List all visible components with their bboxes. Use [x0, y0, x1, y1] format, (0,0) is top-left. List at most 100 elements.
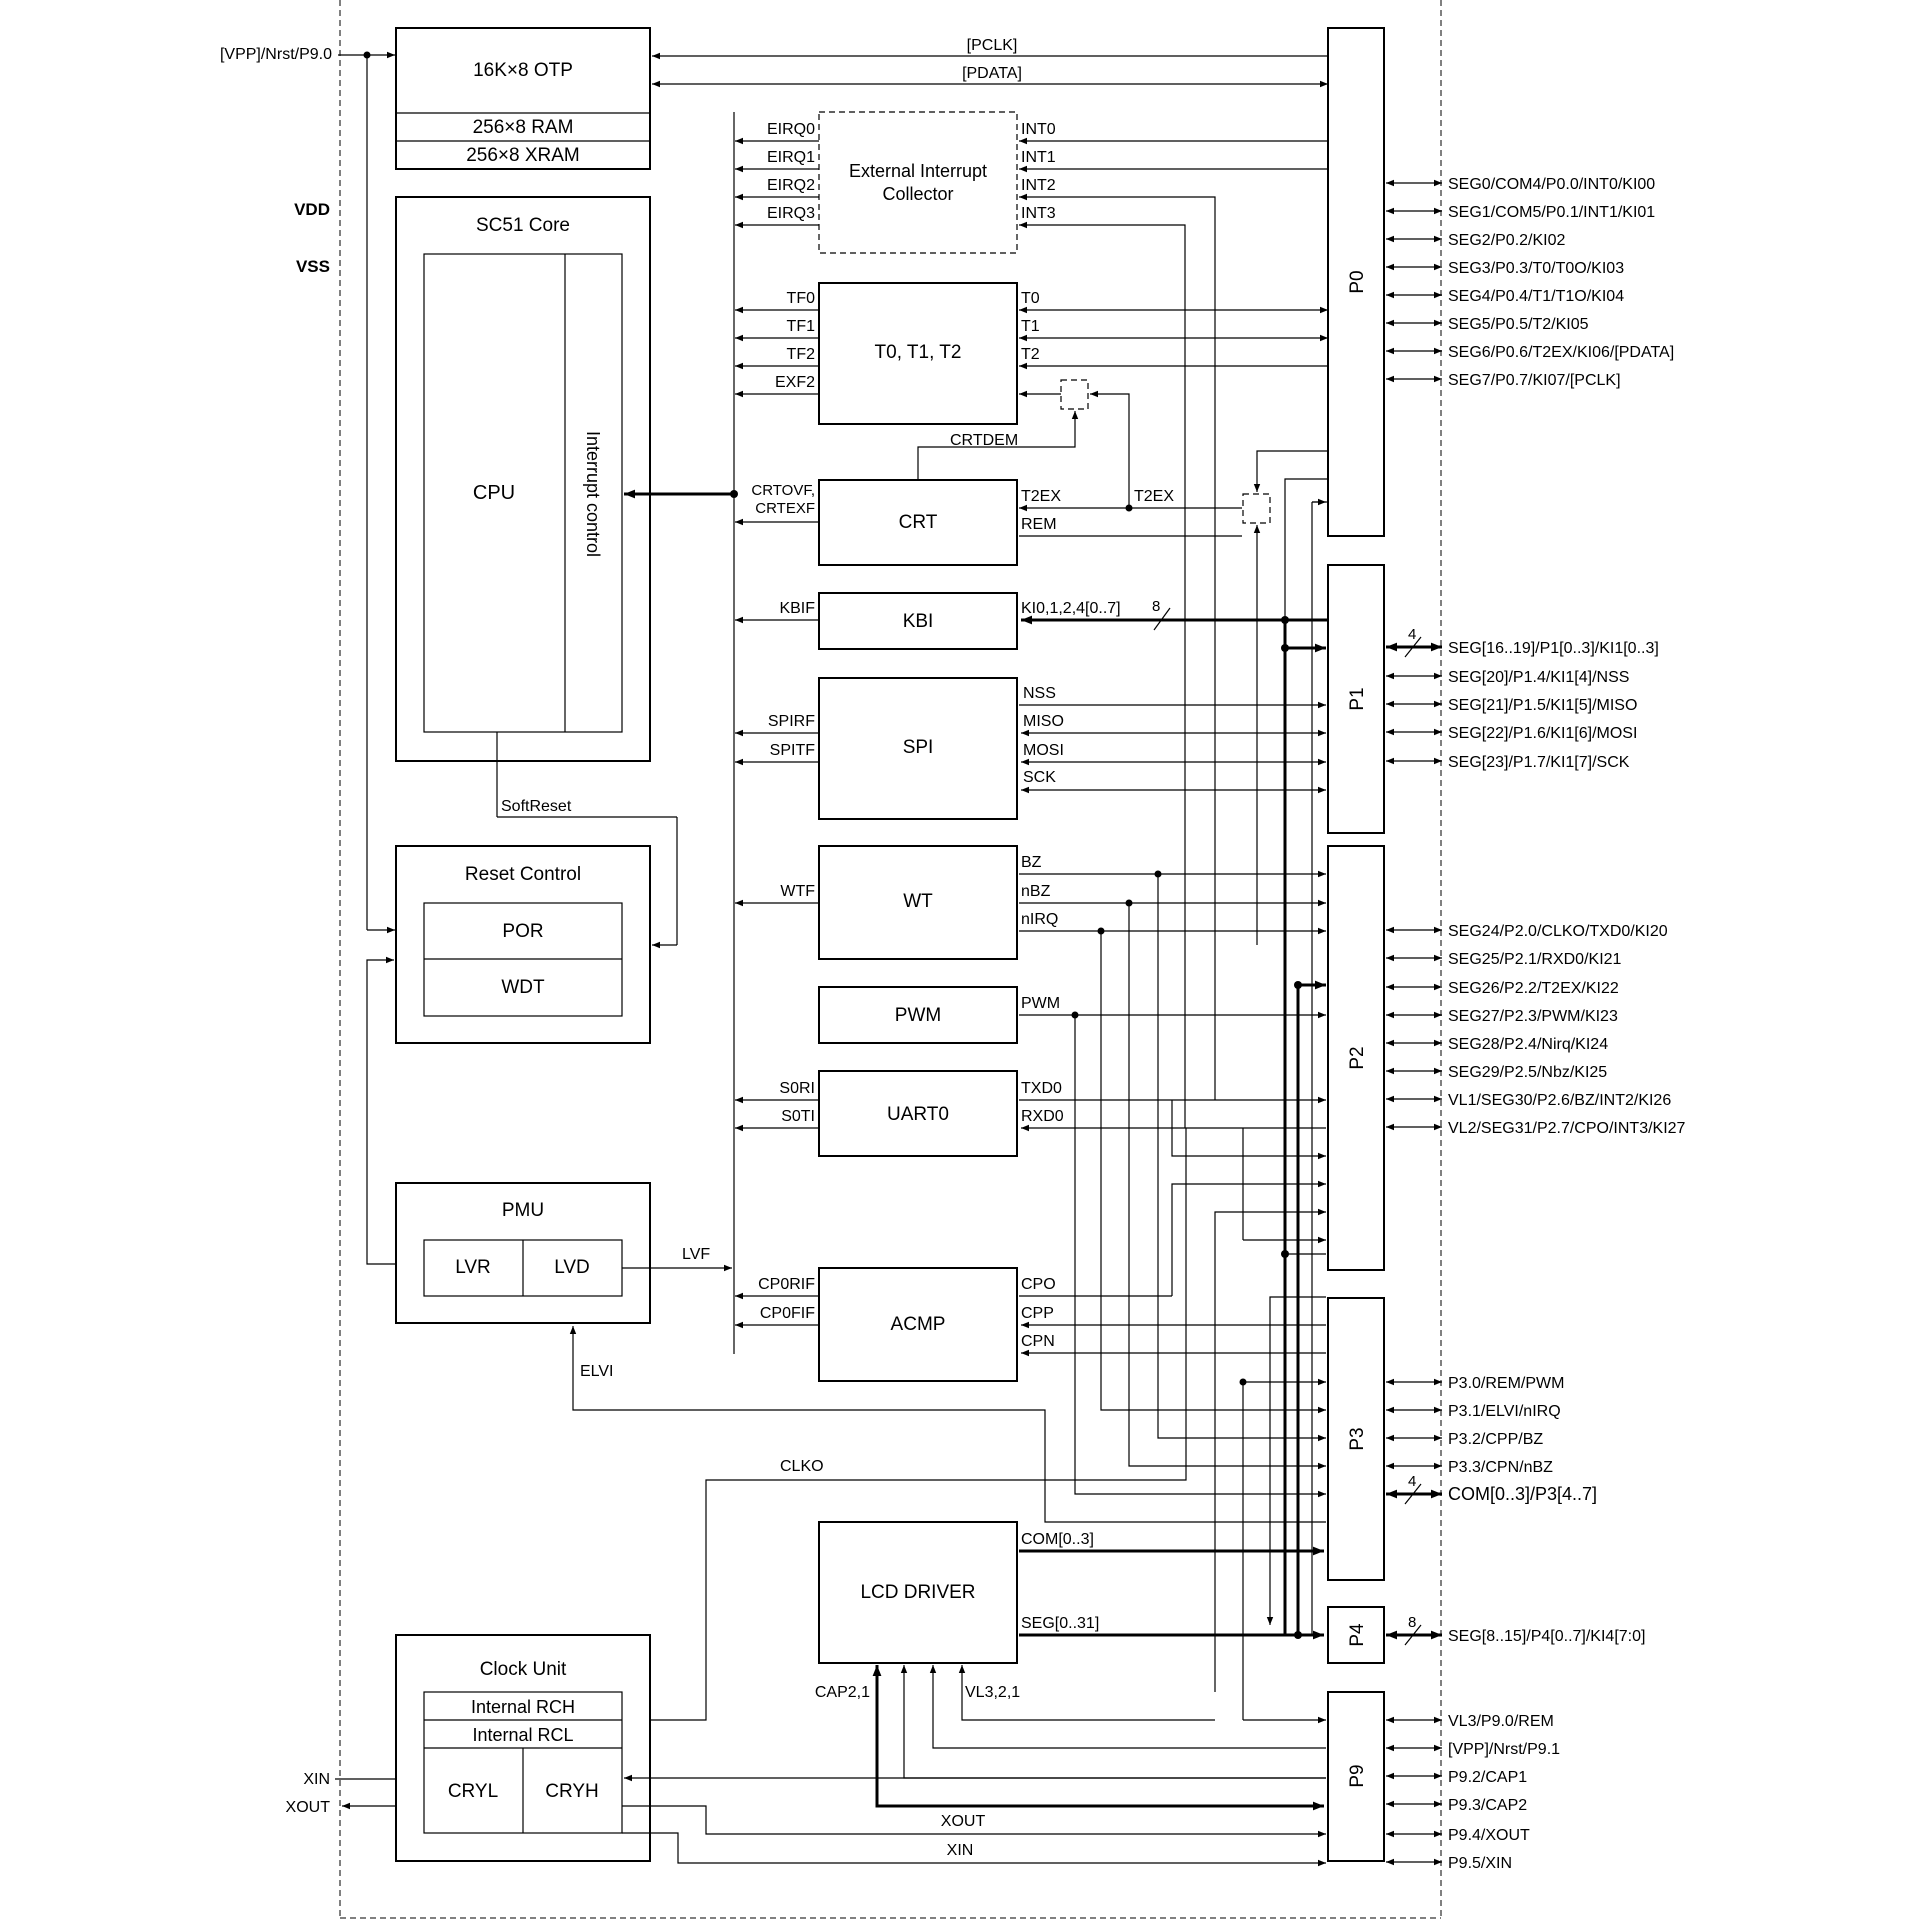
pin-label-p9-1: [VPP]/Nrst/P9.1 [1448, 1741, 1560, 1758]
bus-slash-p1 [1404, 636, 1422, 658]
wdt-label: WDT [501, 977, 545, 998]
ram-label: 256×8 RAM [473, 117, 574, 138]
crt-label: CRT [899, 512, 938, 533]
sig-cpn: CPN [1021, 1333, 1055, 1350]
sig-rxd0: RXD0 [1021, 1108, 1064, 1125]
p2-label: P2 [1347, 1046, 1368, 1069]
sig-pwm: PWM [1021, 995, 1060, 1012]
sig-cpo: CPO [1021, 1276, 1056, 1293]
sig-exf2: EXF2 [775, 374, 815, 391]
sig-s0ri: S0RI [779, 1080, 815, 1097]
pin-label-p1-2: SEG[21]/P1.5/KI1[5]/MISO [1448, 697, 1637, 714]
sig-int1: INT1 [1021, 149, 1056, 166]
port-p9: P9 [1327, 1691, 1385, 1862]
pin-label-p2-7: VL2/SEG31/P2.7/CPO/INT3/KI27 [1448, 1120, 1686, 1137]
sig-mosi: MOSI [1023, 742, 1064, 759]
eic-label-2: Collector [882, 184, 953, 204]
uart0-label: UART0 [887, 1104, 949, 1125]
sig-spirf: SPIRF [768, 713, 815, 730]
pwm-block: PWM [818, 986, 1018, 1044]
pin-label-p2-1: SEG25/P2.1/RXD0/KI21 [1448, 951, 1622, 968]
sig-t1: T1 [1021, 318, 1040, 335]
pin-label-p2-3: SEG27/P2.3/PWM/KI23 [1448, 1008, 1618, 1025]
pin-vdd: VDD [294, 200, 330, 219]
wt-label: WT [903, 891, 933, 912]
sig-crtovf: CRTOVF, [751, 482, 815, 499]
pwm-label: PWM [895, 1005, 941, 1026]
sig-t2ex-crt: T2EX [1021, 488, 1061, 505]
pin-label-p1-4: SEG[23]/P1.7/KI1[7]/SCK [1448, 754, 1630, 771]
sig-int2: INT2 [1021, 177, 1056, 194]
lcd-driver-block: LCD DRIVER [818, 1521, 1018, 1664]
acmp-block: ACMP [818, 1267, 1018, 1382]
sig-nss: NSS [1023, 685, 1056, 702]
cpu-label: CPU [473, 482, 515, 504]
sig-eirq1: EIRQ1 [767, 149, 815, 166]
sig-txd0: TXD0 [1021, 1080, 1062, 1097]
right-pin-labels: SEG0/COM4/P0.0/INT0/KI00SEG1/COM5/P0.1/I… [1386, 176, 1686, 1872]
p3-label: P3 [1347, 1427, 1368, 1450]
port-p4: P4 [1327, 1606, 1385, 1664]
pin-label-p0-0: SEG0/COM4/P0.0/INT0/KI00 [1448, 176, 1655, 193]
bus-width-p3: 4 [1408, 1473, 1416, 1490]
lcd-label: LCD DRIVER [860, 1582, 975, 1603]
sig-pclk: [PCLK] [967, 37, 1018, 54]
pin-label-p2-4: SEG28/P2.4/Nirq/KI24 [1448, 1036, 1608, 1053]
pin-label-p3-0: P3.0/REM/PWM [1448, 1375, 1564, 1392]
clock-unit-block: Clock Unit Internal RCH Internal RCL CRY… [395, 1634, 651, 1862]
sig-tf1: TF1 [787, 318, 816, 335]
pin-label-p9-3: P9.3/CAP2 [1448, 1797, 1527, 1814]
pin-label-p2-2: SEG26/P2.2/T2EX/KI22 [1448, 980, 1619, 997]
reset-control-block: Reset Control POR WDT [395, 845, 651, 1044]
sig-cap: CAP2,1 [815, 1684, 870, 1701]
pin-label-p9-5: P9.5/XIN [1448, 1855, 1512, 1872]
sig-elvi: ELVI [580, 1363, 614, 1380]
sig-xin: XIN [947, 1842, 974, 1859]
sig-ki-width: 8 [1152, 598, 1160, 615]
cryl-label: CRYL [448, 1781, 498, 1802]
sig-softreset: SoftReset [501, 798, 572, 815]
lvr-label: LVR [455, 1257, 491, 1278]
pin-label-p9-2: P9.2/CAP1 [1448, 1769, 1527, 1786]
sig-nirq: nIRQ [1021, 911, 1058, 928]
bus-width-p1: 4 [1408, 626, 1416, 643]
pin-xout: XOUT [286, 1799, 331, 1816]
pin-label-p2-6: VL1/SEG30/P2.6/BZ/INT2/KI26 [1448, 1092, 1671, 1109]
sig-spitf: SPITF [770, 742, 816, 759]
pin-label-p3-1: P3.1/ELVI/nIRQ [1448, 1403, 1561, 1420]
pin-label-p0-3: SEG3/P0.3/T0/T0O/KI03 [1448, 260, 1624, 277]
sig-eirq2: EIRQ2 [767, 177, 815, 194]
port-p1: P1 [1327, 564, 1385, 834]
sig-wtf: WTF [780, 883, 815, 900]
pin-vss: VSS [296, 257, 330, 276]
sig-miso: MISO [1023, 713, 1064, 730]
sig-cpp: CPP [1021, 1305, 1054, 1322]
sig-clko: CLKO [780, 1458, 824, 1475]
spi-block: SPI [818, 677, 1018, 820]
sig-cp0rif: CP0RIF [758, 1276, 815, 1293]
pin-label-p0-1: SEG1/COM5/P0.1/INT1/KI01 [1448, 204, 1655, 221]
lvd-label: LVD [554, 1257, 590, 1278]
sig-pdata: [PDATA] [962, 65, 1022, 82]
pin-vpp-nrst: [VPP]/Nrst/P9.0 [220, 46, 332, 63]
pin-label-p9-0: VL3/P9.0/REM [1448, 1713, 1554, 1730]
sig-vl: VL3,2,1 [965, 1684, 1020, 1701]
sig-s0ti: S0TI [781, 1108, 815, 1125]
eic-label-1: External Interrupt [849, 161, 987, 181]
pin-label-p9-4: P9.4/XOUT [1448, 1827, 1530, 1844]
sig-tf0: TF0 [787, 290, 816, 307]
pin-label-p0-7: SEG7/P0.7/KI07/[PCLK] [1448, 372, 1621, 389]
pin-label-p3-2: P3.2/CPP/BZ [1448, 1431, 1543, 1448]
sig-sck: SCK [1023, 769, 1056, 786]
sc51-core-block: SC51 Core CPU Interrupt control [395, 196, 651, 762]
port-p2: P2 [1327, 845, 1385, 1271]
pmu-label: PMU [502, 1200, 544, 1221]
sig-int3: INT3 [1021, 205, 1056, 222]
crt-block: CRT [818, 479, 1018, 566]
rch-label: Internal RCH [471, 1697, 575, 1717]
sig-bz: BZ [1021, 854, 1042, 871]
pin-label-p2-0: SEG24/P2.0/CLKO/TXD0/KI20 [1448, 923, 1668, 940]
sig-seg: SEG[0..31] [1021, 1615, 1099, 1632]
sig-lvf: LVF [682, 1246, 710, 1263]
xram-label: 256×8 XRAM [466, 145, 580, 166]
